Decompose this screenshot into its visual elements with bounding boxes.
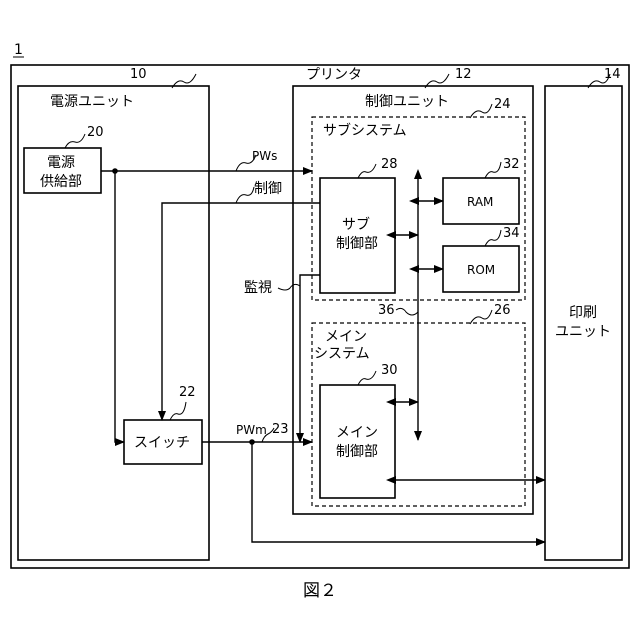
main-system-label-1: メイン (325, 329, 367, 345)
pws-label: PWs (252, 149, 277, 163)
sub-controller-ref: 28 (381, 157, 398, 172)
control-label: 制御 (254, 181, 282, 197)
pwm-ref: 23 (272, 422, 289, 437)
print-unit-ref: 14 (604, 67, 621, 82)
pwm-label: PWm (236, 423, 267, 437)
main-controller-label-2: 制御部 (336, 444, 378, 460)
power-supply-label-1: 電源 (47, 155, 75, 171)
sub-controller-label-1: サブ (342, 216, 370, 233)
print-unit-label-1: 印刷 (569, 305, 597, 321)
main-controller-ref: 30 (381, 363, 398, 378)
main-system-label-2: システム (314, 346, 370, 362)
printer-label: プリンタ (306, 67, 362, 83)
power-supply-ref: 20 (87, 125, 104, 140)
power-unit-label: 電源ユニット (50, 94, 134, 110)
ram-ref: 32 (503, 157, 520, 172)
switch-label: スイッチ (134, 435, 190, 451)
monitor-label: 監視 (244, 279, 272, 296)
power-unit-ref: 10 (130, 67, 147, 82)
subsystem-label: サブシステム (323, 122, 407, 139)
switch-ref: 22 (179, 385, 196, 400)
print-unit-label-2: ユニット (555, 324, 611, 340)
control-unit-ref: 12 (455, 67, 472, 82)
bus-ref: 36 (378, 303, 395, 318)
ram-label: RAM (467, 195, 493, 209)
main-system-ref: 26 (494, 303, 511, 318)
figure-caption: 図２ (303, 581, 337, 601)
rom-label: ROM (467, 263, 495, 277)
main-controller-label-1: メイン (336, 425, 378, 441)
rom-ref: 34 (503, 226, 520, 241)
subsystem-ref: 24 (494, 97, 511, 112)
main-controller-box (320, 385, 395, 498)
figure-number: 1 (14, 42, 23, 58)
power-supply-label-2: 供給部 (40, 174, 82, 190)
print-unit-box (545, 86, 622, 560)
control-unit-label: 制御ユニット (365, 94, 449, 110)
sub-controller-label-2: 制御部 (336, 236, 378, 252)
